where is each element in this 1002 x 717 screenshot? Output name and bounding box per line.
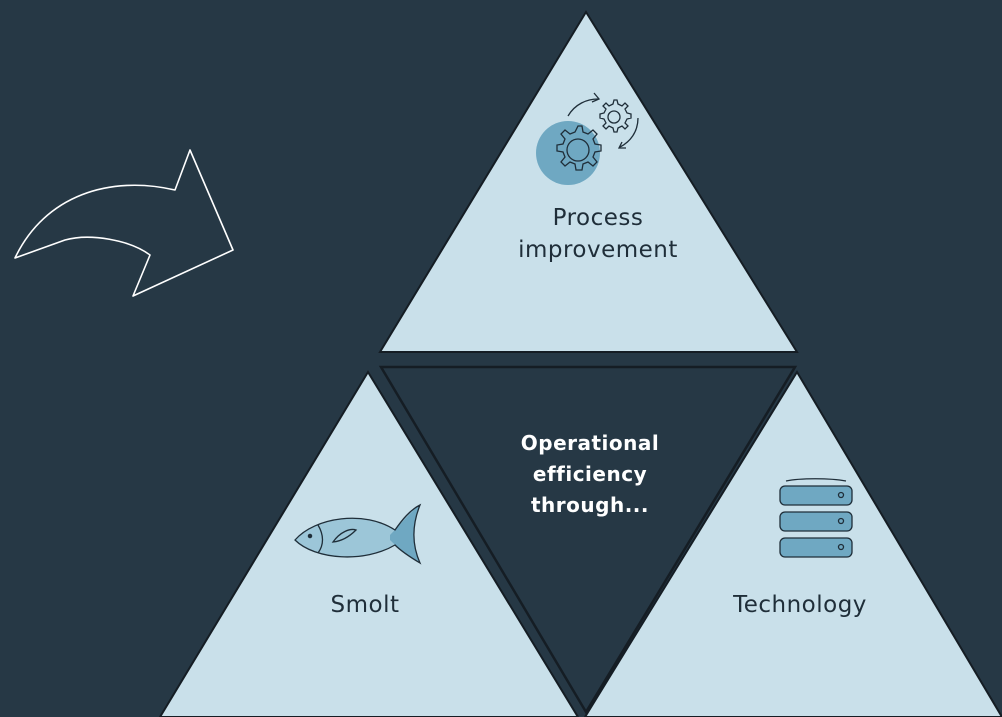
curved-arrow-icon (14, 149, 234, 297)
label-technology: Technology (690, 592, 910, 618)
label-line: Process (552, 205, 644, 231)
label-line: improvement (518, 237, 678, 263)
label-line: Smolt (330, 592, 400, 618)
triangle-center (378, 365, 798, 715)
label-line: through... (531, 493, 649, 517)
label-process-improvement: Process improvement (488, 202, 708, 266)
fish-icon (294, 503, 422, 565)
label-line: Technology (733, 592, 867, 618)
gears-icon (536, 92, 639, 185)
label-line: Operational (520, 431, 660, 455)
label-center: Operational efficiency through... (480, 428, 700, 521)
label-line: efficiency (532, 462, 648, 486)
server-icon (779, 478, 853, 558)
triangle-top (378, 10, 799, 353)
label-smolt: Smolt (290, 592, 440, 618)
